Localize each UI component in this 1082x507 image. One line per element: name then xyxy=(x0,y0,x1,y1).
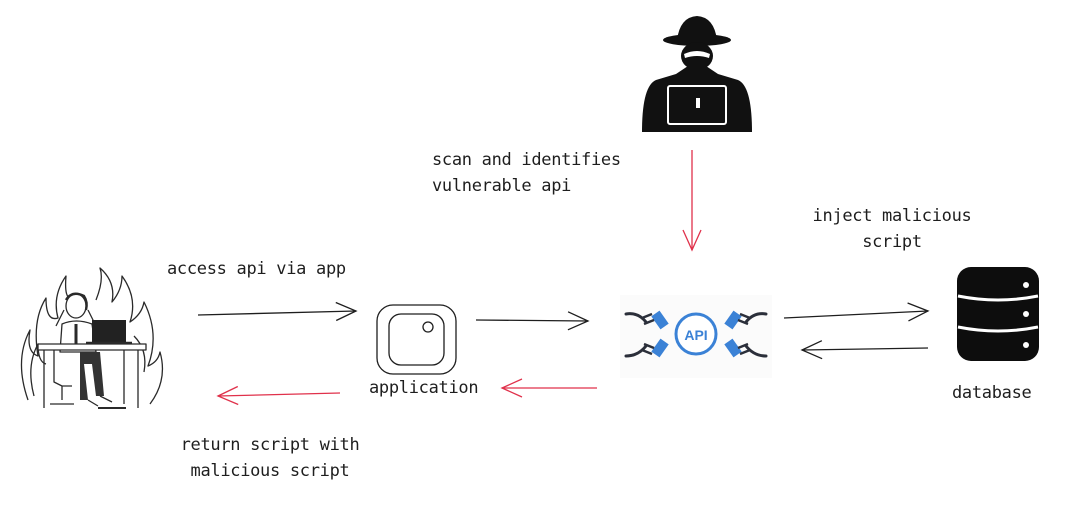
arrow-app-to-user xyxy=(216,385,341,406)
label-scan-vulnerable-api: scan and identifies vulnerable api xyxy=(432,150,621,196)
arrow-user-to-app xyxy=(197,301,358,322)
label-application: application xyxy=(369,378,479,398)
label-access-api: access api via app xyxy=(167,259,346,279)
label-return-script: return script with malicious script xyxy=(180,435,360,481)
label-database: database xyxy=(952,383,1032,403)
database-icon xyxy=(957,267,1039,361)
label-inject-malicious-script: inject malicious script xyxy=(812,206,972,252)
arrow-api-to-db xyxy=(783,302,930,322)
application-icon xyxy=(376,304,457,375)
arrow-db-to-api xyxy=(800,340,929,360)
stressed-user-icon xyxy=(20,267,164,409)
api-plug-icon: API xyxy=(620,295,772,378)
hacker-icon xyxy=(642,16,752,132)
api-badge-label: API xyxy=(684,327,707,343)
arrow-app-to-api xyxy=(475,311,590,331)
